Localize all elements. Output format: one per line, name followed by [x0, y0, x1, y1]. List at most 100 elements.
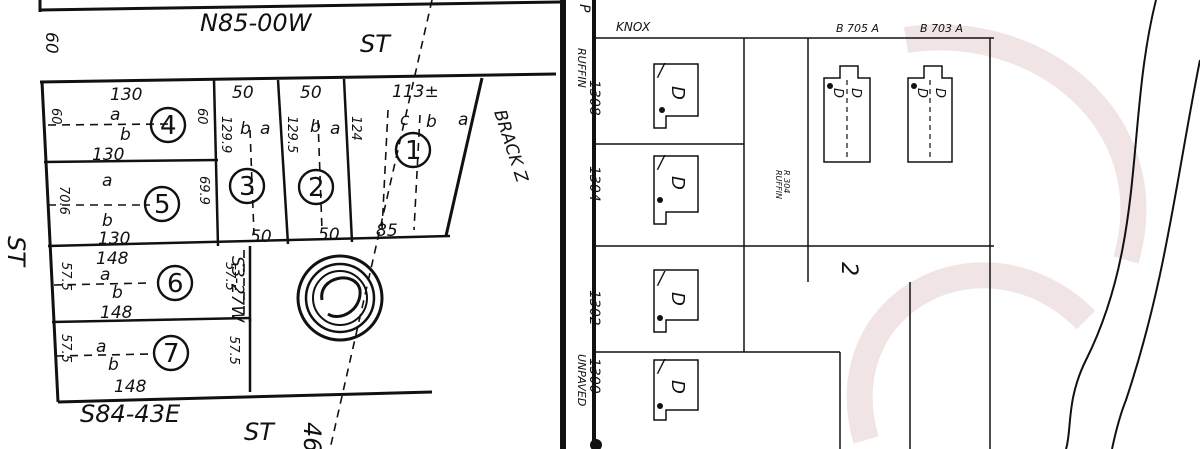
- lot-4-number: 4: [160, 111, 177, 141]
- lot-3-sub-a: a: [260, 119, 270, 139]
- lot-1-sub-b: b: [426, 112, 437, 132]
- left-street-name: ST: [2, 236, 30, 268]
- lot-6-sub-a: a: [100, 265, 110, 285]
- plat-map-panel: N85-00W ST 60 ST S84-43E ST 46 BRACK Z S…: [0, 0, 560, 449]
- edge-letter: P: [576, 4, 592, 13]
- building-2-label: D: [667, 176, 688, 190]
- lot-4-top: 130: [110, 85, 142, 105]
- lot-6-sub-b: b: [112, 283, 123, 303]
- right-edge-label: BRACK Z: [489, 107, 531, 185]
- lot-divider-6-7: [51, 316, 251, 324]
- top-lot-number-1: B 705 A: [836, 22, 879, 35]
- lot-7-sub-b: b: [108, 355, 119, 375]
- lot-7-bottom: 148: [114, 377, 147, 397]
- left-street-name: RUFFIN: [575, 48, 588, 88]
- lot-5-left: 70.6: [56, 186, 71, 215]
- top-street-line-lower: [39, 72, 557, 84]
- lot-4-sub-b: b: [120, 125, 131, 145]
- lot-number-1304: 1304: [586, 166, 602, 202]
- lot-5-sub-b: b: [102, 211, 113, 231]
- lot-5-number: 5: [154, 190, 171, 220]
- building-3-marker: /: [656, 268, 666, 289]
- left-street-number: 60: [41, 32, 61, 54]
- lot-divider-4-5: [43, 158, 219, 164]
- lot-3-sub-b: b: [240, 119, 251, 139]
- building-4-marker: /: [656, 356, 666, 377]
- lot-2-bottom: 50: [318, 225, 340, 245]
- lot-7-left: 57.5: [58, 334, 73, 363]
- lot-2-top: 50: [300, 83, 322, 103]
- top-lot-number-2: B 703 A: [920, 22, 963, 35]
- lot-6-number: 6: [167, 269, 184, 299]
- block-left-edge: [40, 81, 60, 403]
- watermark-swirl: [846, 24, 1147, 444]
- lot-7-number: 7: [163, 339, 180, 369]
- lot-4-bottom: 130: [92, 145, 124, 165]
- lot-1-sub-a: a: [458, 110, 468, 130]
- lot-4-left: 60: [48, 108, 63, 125]
- top-street-bearing: N85-00W: [200, 9, 313, 37]
- block-right-edge: [444, 77, 484, 237]
- lot-6-top: 148: [96, 249, 129, 269]
- building-1-label: D: [667, 86, 688, 100]
- survey-map-panel: KNOX P RUFFIN UNPAVED RUFFIN R 304 2 B 7…: [566, 0, 1200, 449]
- lot-2-sub-a: a: [330, 119, 340, 139]
- top-street-suffix: ST: [360, 30, 392, 58]
- building-2-marker: /: [656, 152, 666, 173]
- lot-2-number: 2: [308, 173, 325, 203]
- building-1-marker: /: [656, 60, 666, 81]
- lot-6-bottom: 148: [100, 303, 133, 323]
- building-5-label-b: D: [830, 88, 845, 98]
- bottom-street-line: [57, 390, 433, 404]
- lot-2-left: 129.5: [284, 116, 299, 153]
- river-bank-left: [1065, 0, 1157, 449]
- river-bank-right: [1111, 59, 1200, 449]
- lot-number-1302: 1302: [586, 290, 602, 326]
- lot-1-sub-c: c: [400, 110, 410, 130]
- lot-divider-3-2: [276, 79, 290, 245]
- corner-dot: [590, 439, 602, 449]
- lot-5-right: 69.9: [196, 176, 211, 205]
- lot-3-left: 129.9: [218, 116, 233, 153]
- middle-lot-number: R 304: [782, 170, 791, 193]
- lot-4-sub-a: a: [110, 105, 120, 125]
- building-6-label-b: D: [914, 88, 929, 98]
- building-outlines-left: [653, 63, 699, 421]
- lot-7-sub-a: a: [96, 337, 106, 357]
- building-5-label: D: [848, 88, 863, 98]
- lot-6-left: 57.5: [58, 262, 73, 291]
- bottom-street-bearing: S84-43E: [80, 400, 181, 428]
- lot-1-top: 113±: [392, 82, 439, 102]
- panel-divider: [560, 0, 566, 449]
- top-street-name: KNOX: [616, 20, 651, 34]
- building-dots-top: [827, 83, 917, 89]
- lot-5-sub-a: a: [102, 171, 112, 191]
- building-4-label: D: [667, 380, 688, 394]
- lot-1-bottom: 85: [376, 221, 398, 241]
- building-3-label: D: [667, 292, 688, 306]
- building-6-label: D: [932, 88, 947, 98]
- bottom-street-number: 46: [298, 422, 326, 449]
- lot-6-right: 57.5: [222, 262, 237, 291]
- lot-3-number: 3: [239, 172, 256, 202]
- middle-street-name: RUFFIN: [774, 170, 783, 199]
- building-outlines-top: [823, 65, 953, 163]
- block-number: 2: [836, 262, 861, 276]
- lot-7-right: 57.5: [226, 336, 241, 365]
- mid-bearing: S3-27W: [227, 256, 247, 323]
- lot-number-1300: 1300: [586, 358, 602, 394]
- lot-divider-2-1: [342, 78, 354, 243]
- plat-map-drawing: N85-00W ST 60 ST S84-43E ST 46 BRACK Z S…: [2, 0, 560, 449]
- left-street-name-2: UNPAVED: [575, 354, 588, 406]
- lot-3-bottom: 50: [250, 227, 272, 247]
- dashed-lot-lines: [47, 0, 433, 449]
- lot-divider-5-6: [47, 234, 451, 248]
- lot-3-top: 50: [232, 83, 254, 103]
- seal-symbol: [296, 254, 384, 342]
- lot-1-number: 1: [405, 136, 422, 166]
- lot-number-1308: 1308: [586, 80, 602, 116]
- building-dots-left: [657, 107, 665, 409]
- lot-2-sub-b: b: [310, 117, 321, 137]
- lot-5-bottom: 130: [98, 229, 130, 249]
- lot-circles: [143, 106, 432, 372]
